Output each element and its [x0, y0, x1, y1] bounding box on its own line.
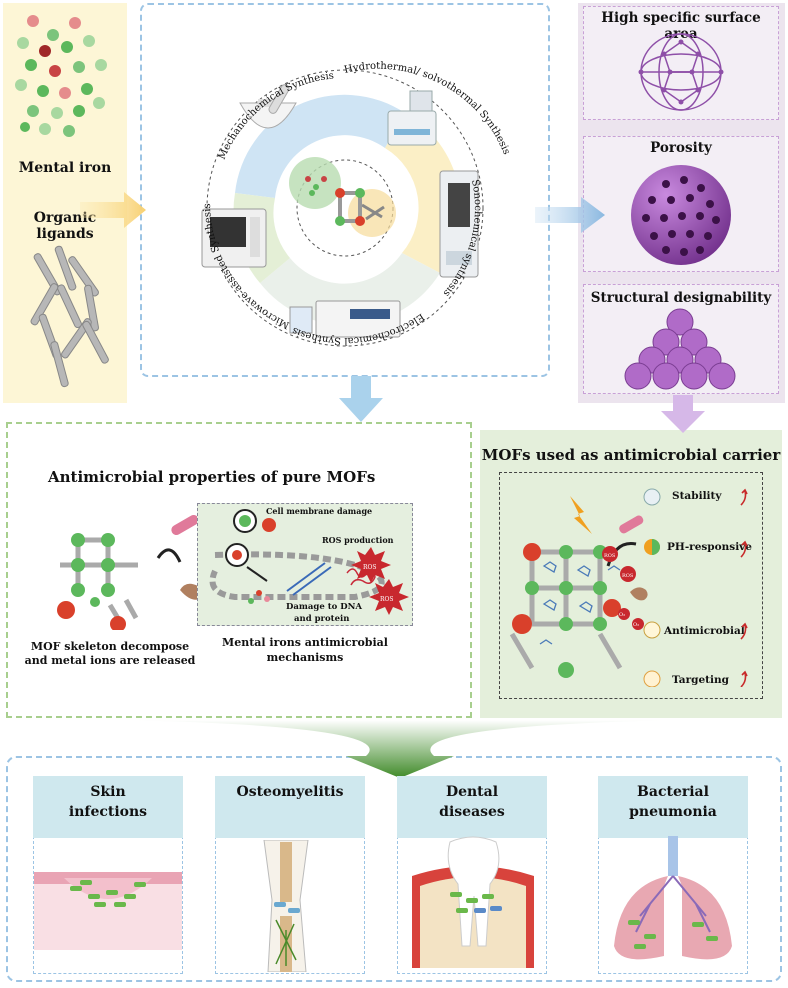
carrier-box: [499, 472, 763, 699]
mechanism-caption-2: mechanisms: [266, 651, 344, 664]
antimicrobial-title: Antimicrobial properties of pure MOFs: [48, 468, 376, 486]
feature-stability-label: Stability: [672, 490, 722, 502]
osteomyelitis-leg-illustration: [263, 840, 309, 972]
mechanism-caption-1: Mental irons antimicrobial: [222, 636, 388, 649]
dna-helix-icon: [286, 562, 332, 596]
antimicrobial-panel: [6, 422, 472, 718]
funnel-arrow-icon: [120, 720, 680, 778]
carrier-feature-icons: [643, 488, 661, 687]
hydrothermal-bath-icon: [387, 90, 437, 146]
microwave-reactor-icon: [201, 208, 267, 268]
ros-burst-icon: [351, 547, 391, 583]
feature-targeting-label: Targeting: [672, 674, 729, 686]
dna-damage-label-1: Damage to DNA: [286, 602, 362, 612]
precursor-illustration: [15, 15, 109, 388]
sphere-pyramid-icon: [624, 308, 736, 390]
sonicator-icon: [439, 170, 479, 278]
mof-center-icon: [335, 188, 365, 226]
metal-iron-label: Mental iron: [18, 160, 112, 176]
lung-pneumonia-illustration: [614, 836, 732, 960]
ros-production-label: ROS production: [322, 535, 394, 545]
electrochemical-workstation-icon: [289, 300, 401, 338]
svg-text:ROS: ROS: [363, 564, 377, 571]
svg-text:O₂: O₂: [633, 622, 639, 628]
arrow-down-carrier-icon: [661, 395, 705, 433]
up-arrow-icon: [740, 670, 748, 687]
carrier-mof-illustration: ROS ROS O₂ O₂: [509, 496, 648, 678]
skeleton-caption-line-1: MOF skeleton decompose: [30, 640, 190, 653]
loaded-drug-molecules-icon: [539, 561, 621, 645]
disease-pneumonia-line-2: pneumonia: [629, 804, 717, 820]
fullerene-cage-icon: [638, 33, 724, 111]
dental-disease-illustration: [412, 836, 534, 968]
arrow-down-antimicrobial-icon: [339, 376, 383, 422]
skeleton-caption-line-2: and metal ions are released: [24, 654, 196, 667]
lightning-icon: [570, 496, 592, 534]
membrane-damage-label: Cell membrane damage: [266, 506, 373, 516]
ros-burst-2-icon: [369, 579, 409, 615]
svg-text:ROS: ROS: [622, 573, 634, 579]
feature-ph-responsive-label: PH-responsive: [667, 541, 752, 553]
property-porosity-label: Porosity: [650, 140, 712, 156]
porous-sphere-icon: [631, 165, 731, 265]
svg-text:ROS: ROS: [380, 596, 394, 603]
metal-ion-cluster: [15, 15, 107, 137]
feature-antimicrobial-label: Antimicrobial: [664, 625, 745, 637]
disease-dental-line-2: diseases: [439, 804, 505, 820]
svg-text:O₂: O₂: [619, 612, 625, 618]
disease-header-dental: [397, 776, 547, 838]
up-arrow-icon: [740, 622, 748, 640]
disease-dental-line-1: Dental: [445, 784, 499, 800]
synthesis-panel: [140, 3, 550, 377]
mortar-pestle-icon: [239, 84, 297, 129]
disease-header-osteomyelitis: [215, 776, 365, 838]
arrow-to-properties-icon: [535, 197, 605, 233]
up-arrow-icon: [740, 540, 748, 558]
svg-text:ROS: ROS: [604, 553, 616, 559]
precursor-mix-icon: [289, 157, 341, 209]
disease-osteomyelitis-line-1: Osteomyelitis: [236, 784, 344, 800]
disease-pneumonia-line-1: Bacterial: [637, 784, 709, 800]
disease-header-skin: [33, 776, 183, 838]
arrow-into-synthesis-icon: [80, 192, 146, 228]
disease-skin-line-1: Skin: [90, 784, 126, 800]
bacterium-icon: [171, 515, 199, 535]
dna-damage-label-2: and protein: [294, 614, 350, 624]
up-arrow-icon: [740, 488, 748, 506]
skin-infection-illustration: [34, 872, 182, 950]
organic-ligand-rods: [30, 245, 109, 388]
stability-icon: [643, 488, 661, 506]
targeting-icon: [643, 670, 661, 687]
disease-skin-line-2: infections: [68, 804, 148, 820]
synthesis-wheel: Mechanochemical Synthesis Hydrothermal/ …: [201, 61, 512, 347]
upward-arrow-marks: [740, 488, 748, 687]
disease-header-pneumonia: [598, 776, 748, 838]
antimicrobial-icon: [643, 621, 661, 639]
mechanism-illustration: ROS ROS: [209, 509, 409, 615]
mof-skeleton-decompose-illustration: [57, 515, 204, 630]
carrier-title: MOFs used as antimicrobial carrier: [481, 446, 781, 464]
property-designability-label: Structural designability: [590, 290, 772, 306]
curved-arrow-icon: [156, 548, 182, 563]
